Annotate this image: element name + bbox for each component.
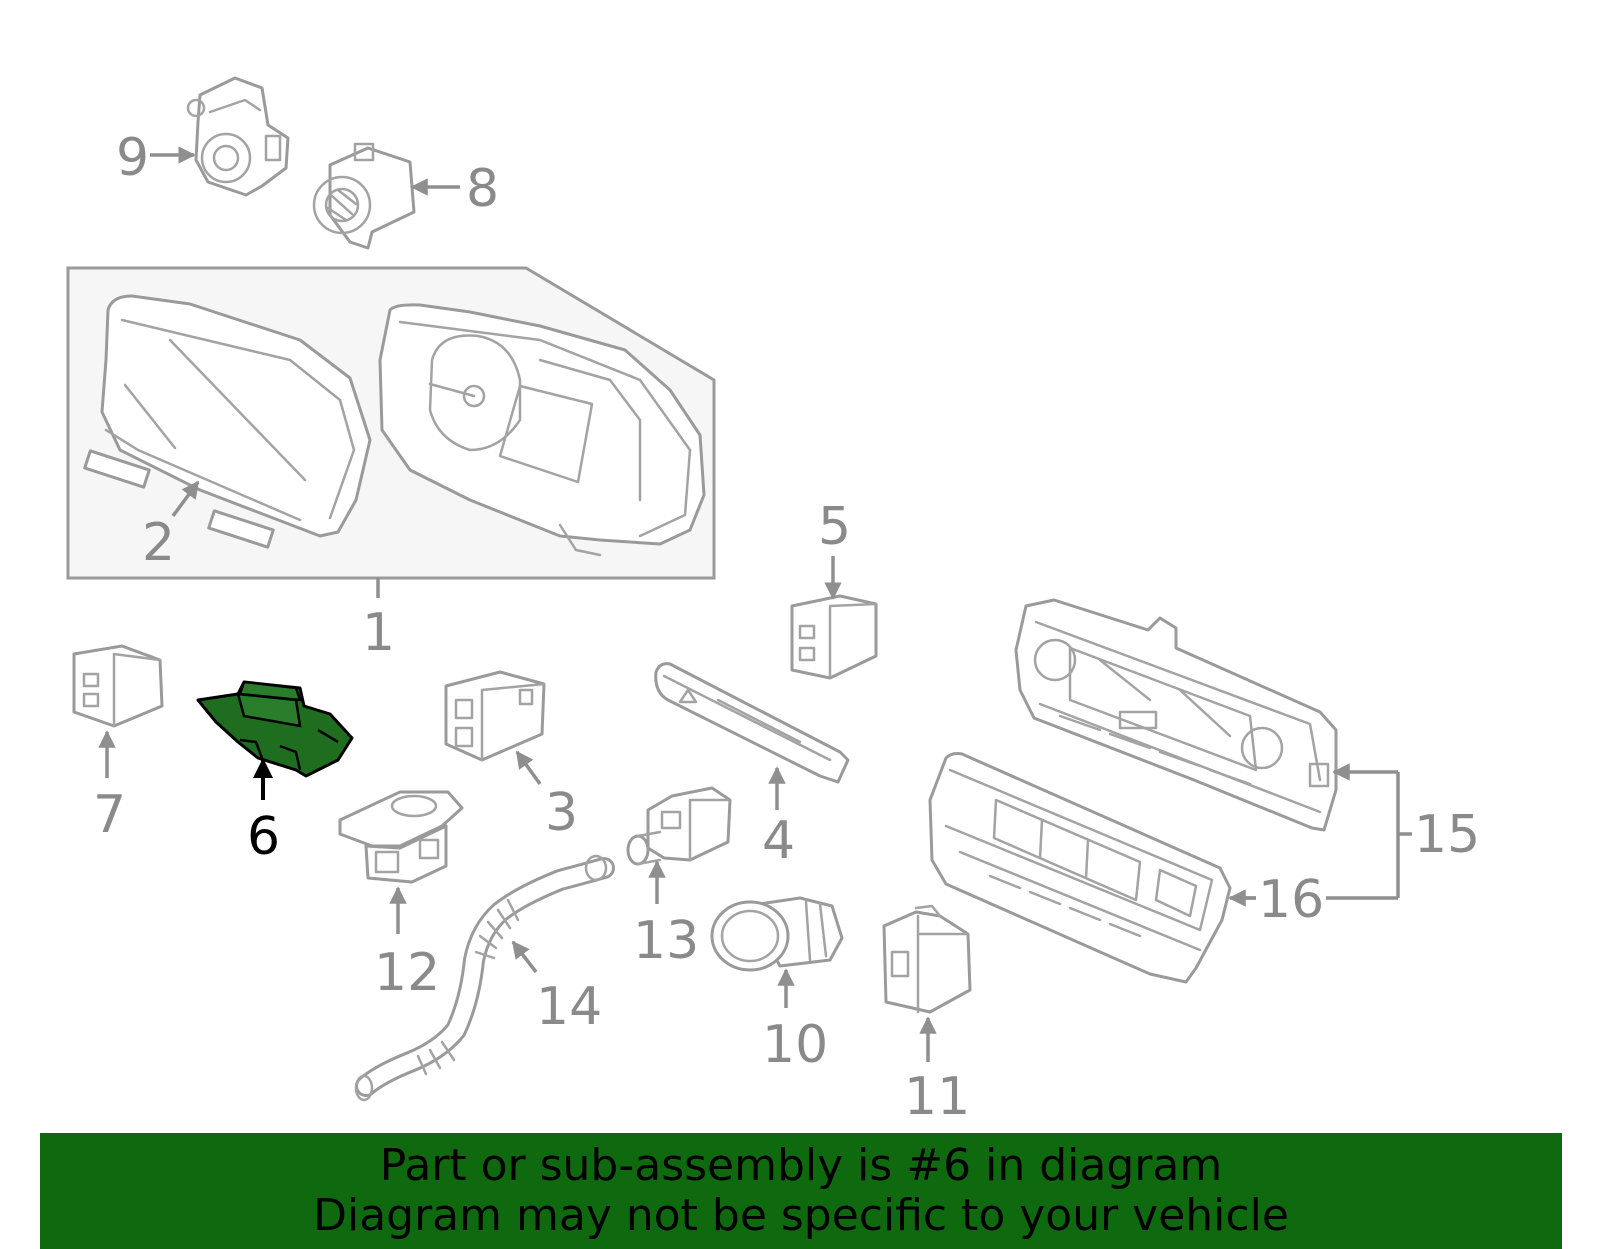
part-6-highlighted-switch: [196, 680, 354, 778]
part-2-cluster-lens: [83, 294, 372, 549]
callout-8-label: 8: [466, 159, 499, 219]
part-10-power-outlet: [710, 896, 844, 972]
banner-line-2: Diagram may not be specific to your vehi…: [313, 1190, 1289, 1241]
part-7-switch: [72, 644, 164, 728]
callout-1-label: 1: [362, 603, 395, 663]
callout-14-label: 14: [536, 977, 602, 1037]
banner-line-1: Part or sub-assembly is #6 in diagram: [379, 1140, 1223, 1191]
callout-9: 9: [116, 128, 196, 188]
part-16-climate-control-panel: [928, 752, 1232, 1228]
callout-7-label: 7: [93, 785, 126, 845]
part-1-cluster-meter: [378, 303, 706, 557]
callout-3-label: 3: [545, 783, 578, 843]
callout-11-label: 11: [904, 1067, 970, 1127]
callout-4-label: 4: [762, 811, 795, 871]
part-5-switch: [790, 594, 878, 680]
callout-2: 2: [142, 480, 200, 573]
callout-1: 1: [362, 578, 395, 663]
callout-4: 4: [762, 766, 795, 871]
callout-5-label: 5: [818, 497, 851, 557]
callout-12: 12: [374, 886, 440, 1003]
part-8-rotary-switch: [312, 142, 416, 250]
info-banner: Part or sub-assembly is #6 in diagram Di…: [40, 1133, 1562, 1249]
part-12-push-button: [338, 790, 464, 884]
callout-3: 3: [515, 750, 578, 843]
part-15-climate-control-unit: [1014, 598, 1338, 832]
callout-5: 5: [818, 497, 851, 600]
callout-10: 10: [762, 968, 828, 1075]
callout-2-label: 2: [142, 513, 175, 573]
callout-7: 7: [93, 730, 126, 845]
part-4-hazard-switch-panel: [654, 662, 850, 784]
part-13-sensor: [626, 786, 732, 866]
part-3-switch: [444, 670, 546, 762]
callout-14: 14: [511, 940, 602, 1037]
part-14-aspirator-hose: [354, 854, 615, 1102]
callout-8: 8: [410, 159, 499, 219]
part-11-switch: [882, 904, 972, 1014]
callout-16: 16: [1228, 870, 1398, 930]
callout-9-label: 9: [116, 128, 149, 188]
callout-10-label: 10: [762, 1015, 828, 1075]
callout-12-label: 12: [374, 943, 440, 1003]
callout-6-label: 6: [247, 807, 280, 867]
callout-13: 13: [633, 860, 699, 971]
part-9-actuator: [186, 76, 290, 197]
callout-16-label: 16: [1258, 870, 1324, 930]
callout-11: 11: [904, 1016, 970, 1127]
callout-13-label: 13: [633, 911, 699, 971]
callout-15: 15: [1332, 763, 1480, 898]
callout-15-label: 15: [1414, 805, 1480, 865]
callout-6: 6: [247, 758, 280, 867]
